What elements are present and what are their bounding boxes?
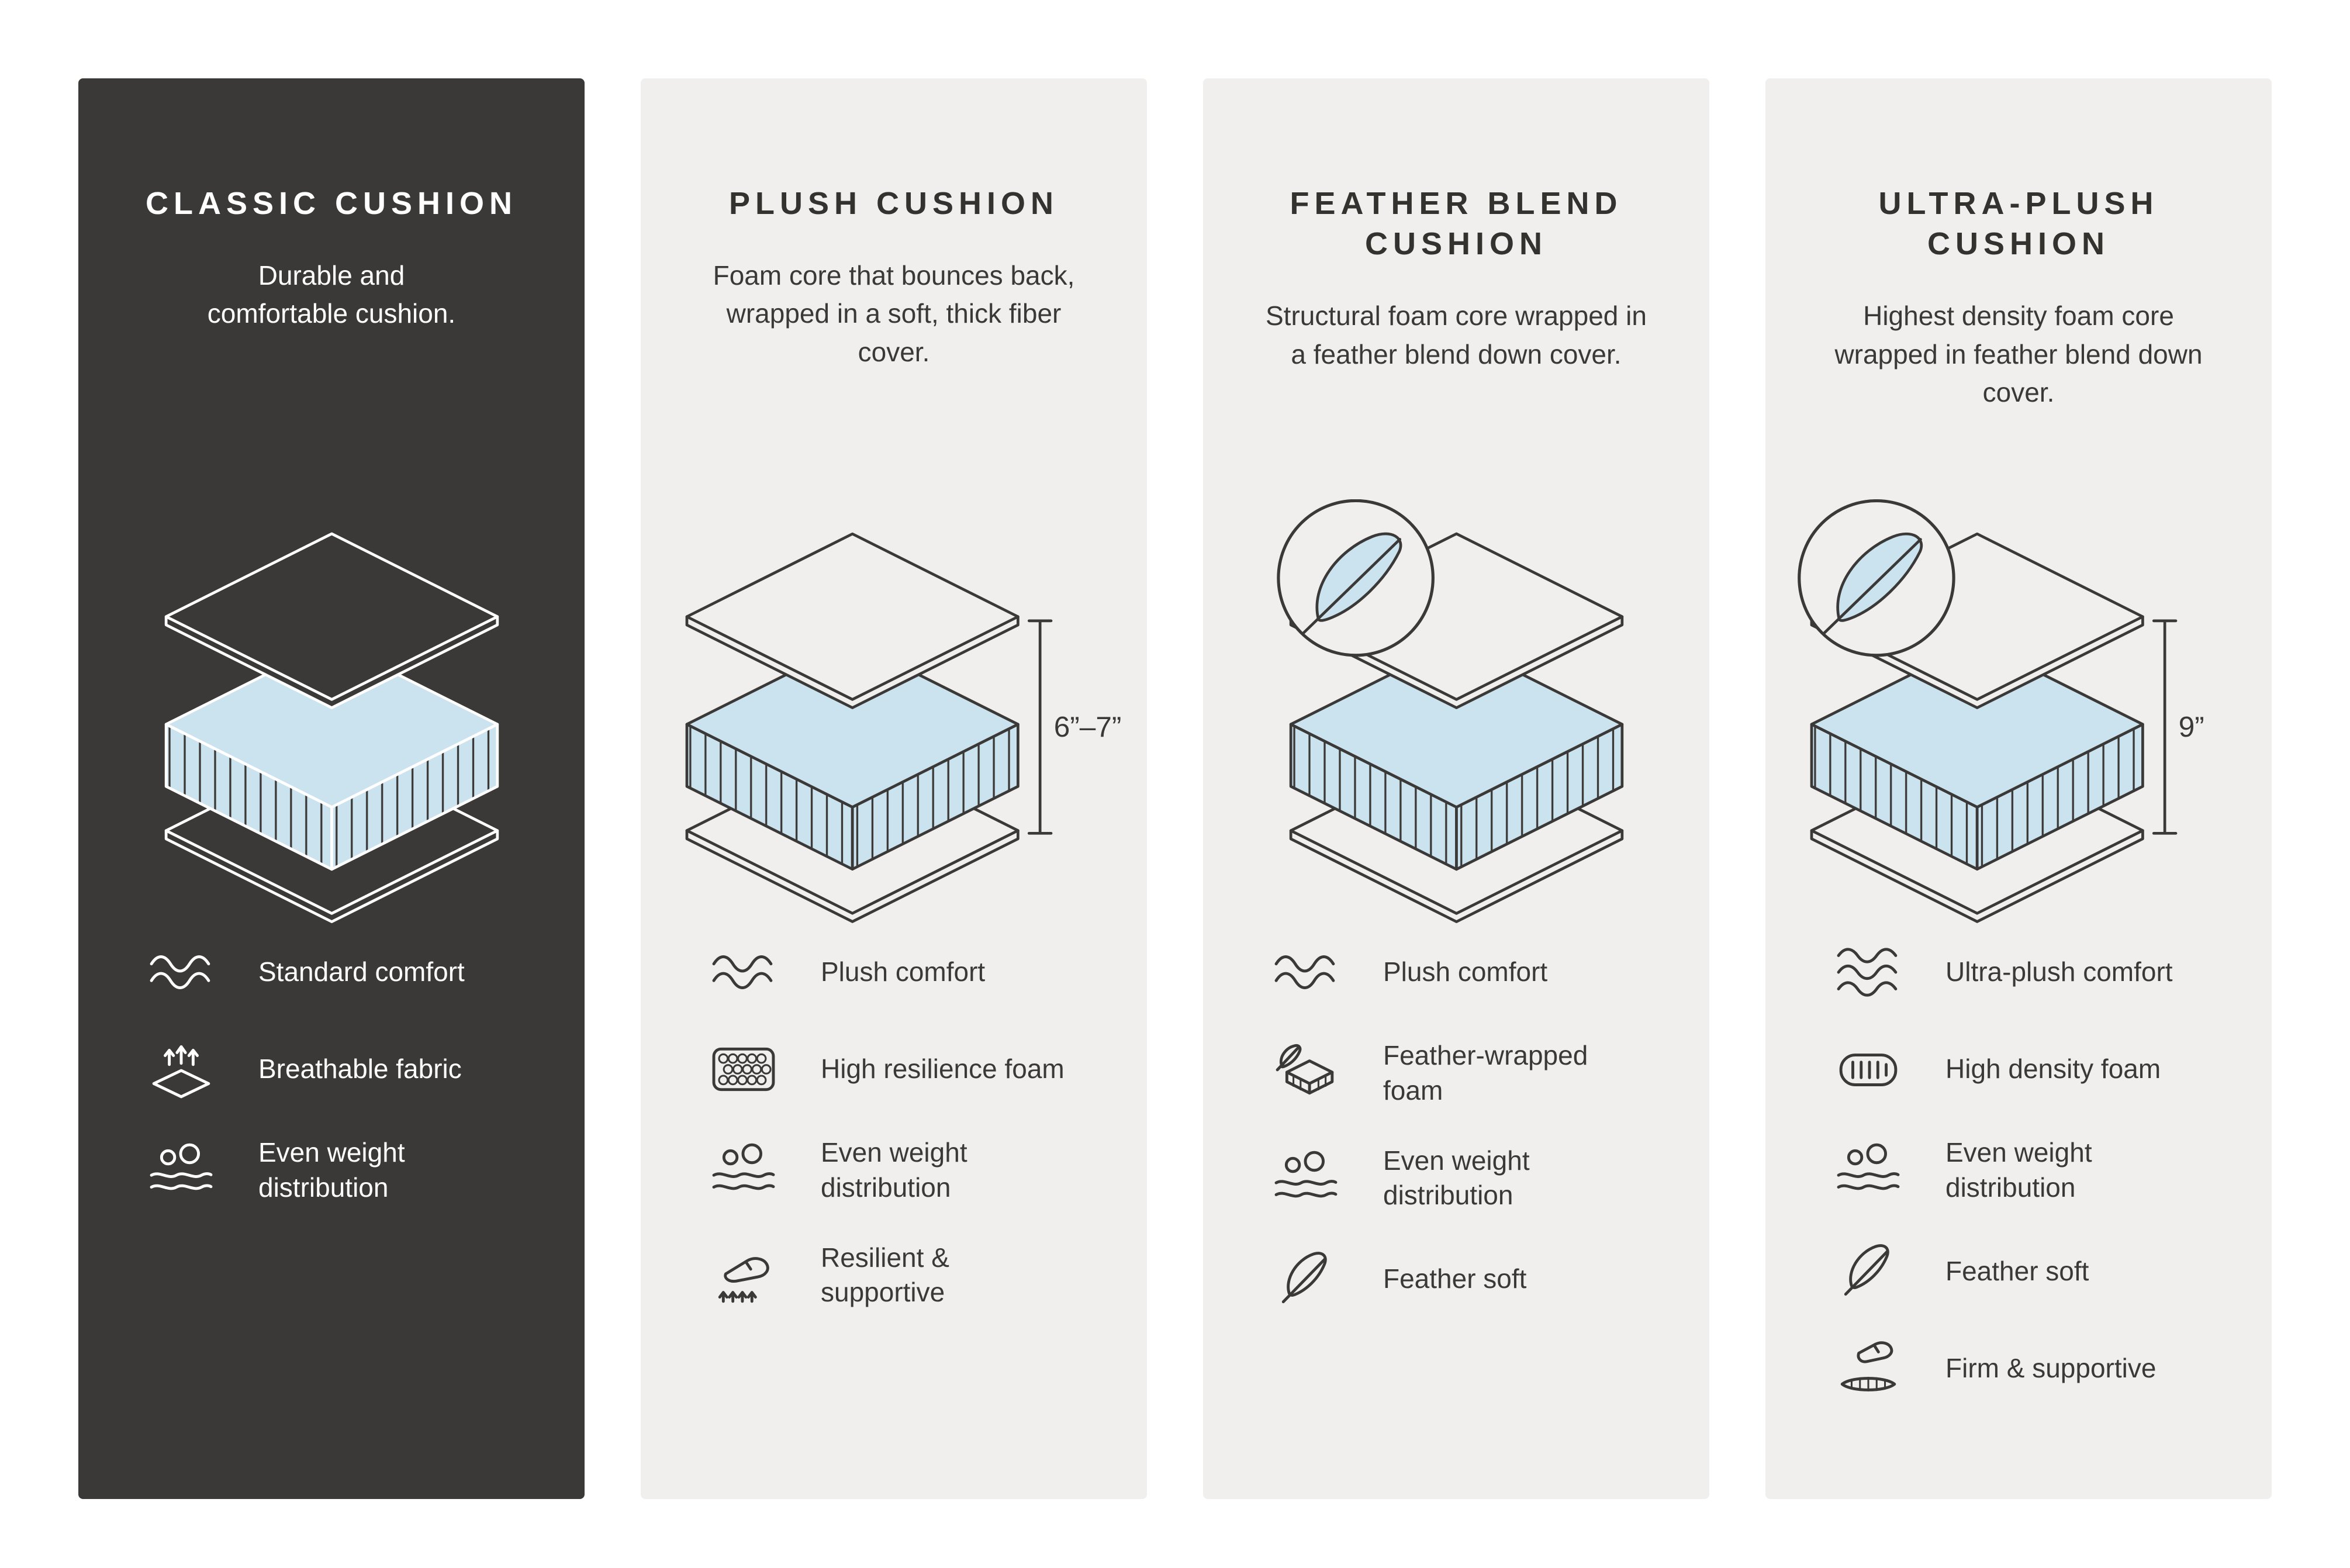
cushion-illustration-wrap: [1238, 485, 1674, 941]
panel-feather-blend-cushion: FEATHER BLEND CUSHION Structural foam co…: [1203, 78, 1709, 1499]
feather-icon: [1272, 1248, 1340, 1310]
feature-row: High resilience foam: [710, 1038, 1112, 1100]
honeycomb-foam-icon: [710, 1038, 777, 1100]
cushion-illustration-wrap: 9”: [1798, 485, 2237, 941]
feature-row: Feather soft: [1272, 1248, 1674, 1310]
feature-label: Plush comfort: [821, 956, 986, 987]
breathable-icon: [147, 1038, 215, 1100]
panel-description: Highest density foam core wrapped in fea…: [1834, 301, 2203, 407]
panel-description: Structural foam core wrapped in a feathe…: [1266, 301, 1647, 369]
panel-description: Durable and comfortable cushion.: [207, 260, 456, 329]
panel-title: CLASSIC CUSHION: [145, 186, 518, 221]
panel-plush-cushion: PLUSH CUSHION Foam core that bounces bac…: [641, 78, 1147, 1499]
feature-list: Plush comfort Feather-wrapped foam Even …: [1238, 941, 1674, 1310]
feature-row: Even weight distribution: [1834, 1135, 2237, 1206]
feature-label: High density foam: [1945, 1054, 2161, 1085]
resilient-hand-icon: [710, 1244, 777, 1306]
feature-row: Feather-wrapped foam: [1272, 1038, 1674, 1108]
feature-label: Even weight distribution: [258, 1137, 405, 1203]
panel-header: CLASSIC CUSHION Durable and comfortable …: [113, 184, 550, 485]
feature-label: Breathable fabric: [258, 1054, 462, 1085]
density-foam-icon: [1834, 1038, 1902, 1100]
feature-row: Feather soft: [1834, 1241, 2237, 1303]
feature-label: Standard comfort: [258, 956, 465, 987]
feature-label: Firm & supportive: [1945, 1352, 2157, 1383]
feature-list: Ultra-plush comfort High density foam Ev…: [1800, 941, 2237, 1400]
even-weight-icon: [710, 1139, 777, 1201]
measurement-bracket: [2152, 619, 2178, 835]
feature-label: Resilient & supportive: [821, 1242, 949, 1308]
feature-label: Even weight distribution: [821, 1137, 967, 1203]
cushion-illustration-wrap: 6”–7”: [676, 485, 1121, 941]
cushion-illustration: [1276, 499, 1623, 923]
feature-row: Firm & supportive: [1834, 1338, 2237, 1400]
waves-2-icon: [147, 941, 215, 1003]
feature-row: Even weight distribution: [147, 1135, 550, 1206]
measurement-bracket: [1027, 619, 1053, 835]
firm-hand-icon: [1834, 1338, 1902, 1400]
waves-3-icon: [1834, 941, 1902, 1003]
feature-row: Plush comfort: [710, 941, 1112, 1003]
even-weight-icon: [147, 1139, 215, 1201]
feature-label: Plush comfort: [1383, 956, 1548, 987]
cushion-illustration: 9”: [1798, 499, 2204, 923]
feature-label: Feather soft: [1945, 1255, 2089, 1286]
cushion-foam-core: [1810, 640, 2144, 871]
panel-header: PLUSH CUSHION Foam core that bounces bac…: [676, 184, 1112, 485]
waves-2-icon: [710, 941, 777, 1003]
feature-label: Feather soft: [1383, 1263, 1527, 1294]
feather-badge: [1276, 499, 1435, 657]
cushion-foam-core: [1289, 640, 1623, 871]
feature-row: Breathable fabric: [147, 1038, 550, 1100]
feather-quill: [1301, 538, 1401, 635]
cushion-illustration-wrap: [113, 485, 550, 941]
even-weight-icon: [1272, 1147, 1340, 1209]
panel-header: FEATHER BLEND CUSHION Structural foam co…: [1238, 184, 1674, 485]
feather-quill: [1822, 538, 1922, 635]
cushion-illustration: [164, 532, 499, 923]
panel-ultra-plush-cushion: ULTRA-PLUSH CUSHION Highest density foam…: [1765, 78, 2272, 1499]
feature-row: Ultra-plush comfort: [1834, 941, 2237, 1003]
feature-label: Even weight distribution: [1945, 1137, 2092, 1203]
feature-row: Resilient & supportive: [710, 1241, 1112, 1311]
panel-header: ULTRA-PLUSH CUSHION Highest density foam…: [1800, 184, 2237, 485]
feature-list: Plush comfort High resilience foam Even …: [676, 941, 1112, 1310]
panel-title: ULTRA-PLUSH CUSHION: [1878, 186, 2159, 262]
cushion-foam-core: [685, 640, 1020, 871]
feature-row: Even weight distribution: [710, 1135, 1112, 1206]
feather-icon: [1834, 1241, 1902, 1303]
feature-label: Even weight distribution: [1383, 1145, 1530, 1211]
panel-classic-cushion: CLASSIC CUSHION Durable and comfortable …: [78, 78, 585, 1499]
cushion-top-layer: [164, 532, 499, 709]
feature-row: Standard comfort: [147, 941, 550, 1003]
feature-label: High resilience foam: [821, 1054, 1065, 1085]
measurement-label: 6”–7”: [1054, 710, 1122, 743]
feature-row: Plush comfort: [1272, 941, 1674, 1003]
cushion-top-layer: [685, 532, 1020, 709]
feather-foam-icon: [1272, 1042, 1340, 1104]
feature-row: Even weight distribution: [1272, 1144, 1674, 1214]
feature-label: Feather-wrapped foam: [1383, 1040, 1588, 1106]
measurement-label: 9”: [2179, 710, 2204, 743]
cushion-illustration: 6”–7”: [685, 532, 1122, 923]
waves-2-icon: [1272, 941, 1340, 1003]
feature-label: Ultra-plush comfort: [1945, 956, 2173, 987]
cushion-foam-core: [164, 640, 499, 871]
feature-row: High density foam: [1834, 1038, 2237, 1100]
panel-title: FEATHER BLEND CUSHION: [1290, 186, 1623, 262]
even-weight-icon: [1834, 1139, 1902, 1201]
panel-description: Foam core that bounces back, wrapped in …: [713, 260, 1075, 367]
feather-badge: [1798, 499, 1955, 657]
panel-title: PLUSH CUSHION: [728, 186, 1059, 221]
feature-list: Standard comfort Breathable fabric Even …: [113, 941, 550, 1206]
